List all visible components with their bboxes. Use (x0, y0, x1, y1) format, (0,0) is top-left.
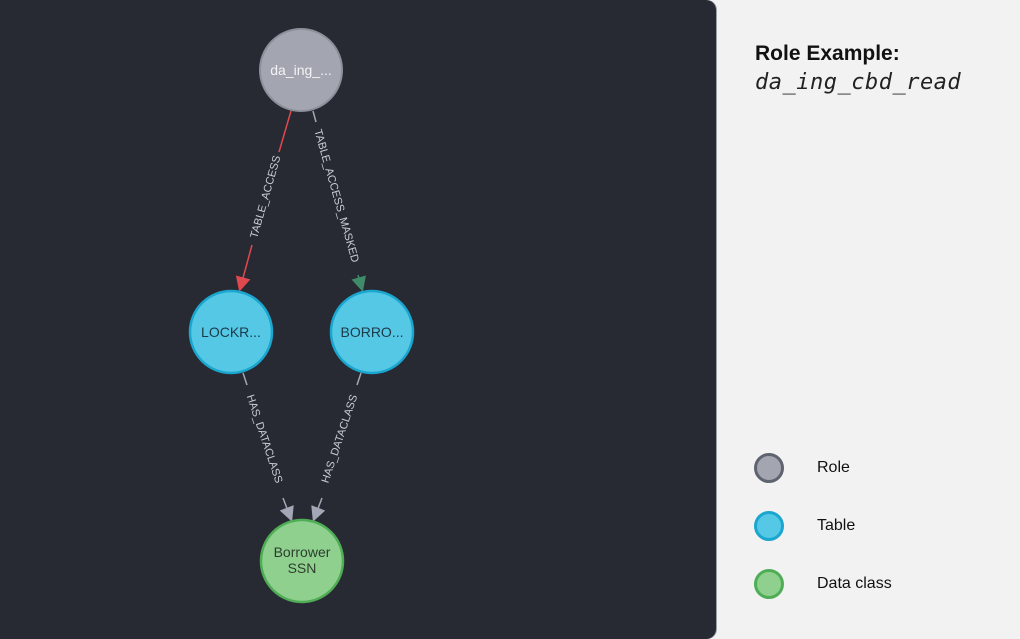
node-label: da_ing_... (270, 62, 332, 78)
node-label-line2: SSN (288, 560, 317, 576)
legend-label: Role (817, 459, 850, 476)
node-table-lockr[interactable]: LOCKR... (188, 289, 274, 375)
legend-label: Table (817, 517, 856, 534)
edge-label: TABLE_ACCESS (248, 154, 283, 239)
edge-has-dataclass-left[interactable]: HAS_DATACLASS (242, 372, 294, 522)
legend-item-data-class: Data class (754, 567, 892, 601)
panel-title: Role Example: (755, 42, 900, 65)
node-dataclass-borrower-ssn[interactable]: Borrower SSN (259, 518, 345, 604)
node-table-borro[interactable]: BORRO... (329, 289, 415, 375)
legend-label: Data class (817, 575, 892, 592)
data-class-dot-icon (754, 569, 784, 599)
table-dot-icon (754, 511, 784, 541)
edge-label: HAS_DATACLASS (320, 393, 361, 485)
edge-has-dataclass-right[interactable]: HAS_DATACLASS (311, 372, 362, 522)
edge-label: HAS_DATACLASS (244, 393, 285, 485)
graph-canvas[interactable]: TABLE_ACCESS TABLE_ACCESS_MASKED HAS_DAT… (0, 0, 716, 639)
legend-item-table: Table (754, 509, 855, 543)
edge-label: TABLE_ACCESS_MASKED (311, 128, 361, 264)
graph-svg[interactable]: TABLE_ACCESS TABLE_ACCESS_MASKED HAS_DAT… (0, 0, 716, 639)
role-name: da_ing_cbd_read (755, 70, 962, 95)
node-role[interactable]: da_ing_... (259, 28, 343, 112)
edge-table-access-masked[interactable]: TABLE_ACCESS_MASKED (311, 110, 366, 292)
node-label-line1: Borrower (274, 544, 331, 560)
legend-item-role: Role (754, 451, 850, 485)
edge-table-access[interactable]: TABLE_ACCESS (235, 110, 292, 292)
node-label: BORRO... (340, 324, 403, 340)
node-label: LOCKR... (201, 324, 261, 340)
role-dot-icon (754, 453, 784, 483)
